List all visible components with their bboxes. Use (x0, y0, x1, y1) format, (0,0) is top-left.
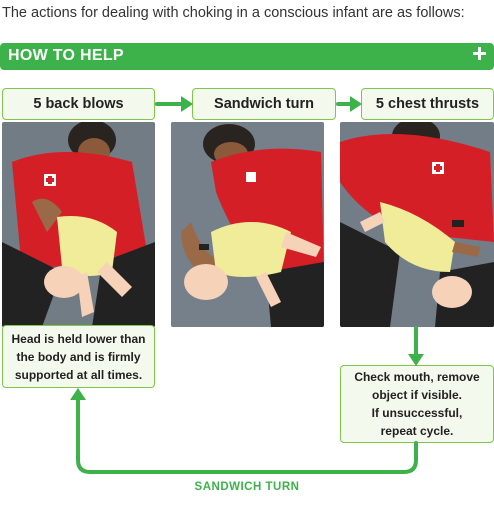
note-line: Check mouth, remove (354, 370, 480, 384)
step-label: 5 chest thrusts (375, 96, 480, 112)
loop-arrow-icon (76, 396, 418, 474)
note-line: Head is held lower than (11, 331, 146, 346)
how-to-help-banner: HOW TO HELP (0, 43, 494, 70)
step-sandwich-turn: Sandwich turn (192, 88, 336, 120)
note-line: repeat cycle. (380, 424, 454, 438)
step-label: Sandwich turn (214, 96, 314, 112)
note-line: supported at all times. (14, 367, 143, 382)
intro-text: The actions for dealing with choking in … (2, 5, 465, 21)
note-line: object if visible. (371, 388, 463, 402)
plus-icon[interactable] (473, 47, 486, 60)
banner-title: HOW TO HELP (8, 47, 124, 64)
note-head-support: Head is held lower than the body and is … (2, 325, 155, 388)
photo-back-blows (2, 122, 155, 327)
photo-sandwich-turn (171, 122, 324, 327)
step-label: 5 back blows (33, 96, 124, 112)
step-back-blows: 5 back blows (2, 88, 155, 120)
bottom-label-sandwich-turn: SANDWICH TURN (194, 481, 300, 493)
photo-chest-thrusts (340, 122, 494, 327)
step-chest-thrusts: 5 chest thrusts (361, 88, 494, 120)
note-line: the body and is firmly (16, 349, 141, 364)
note-line: If unsuccessful, (371, 406, 463, 420)
